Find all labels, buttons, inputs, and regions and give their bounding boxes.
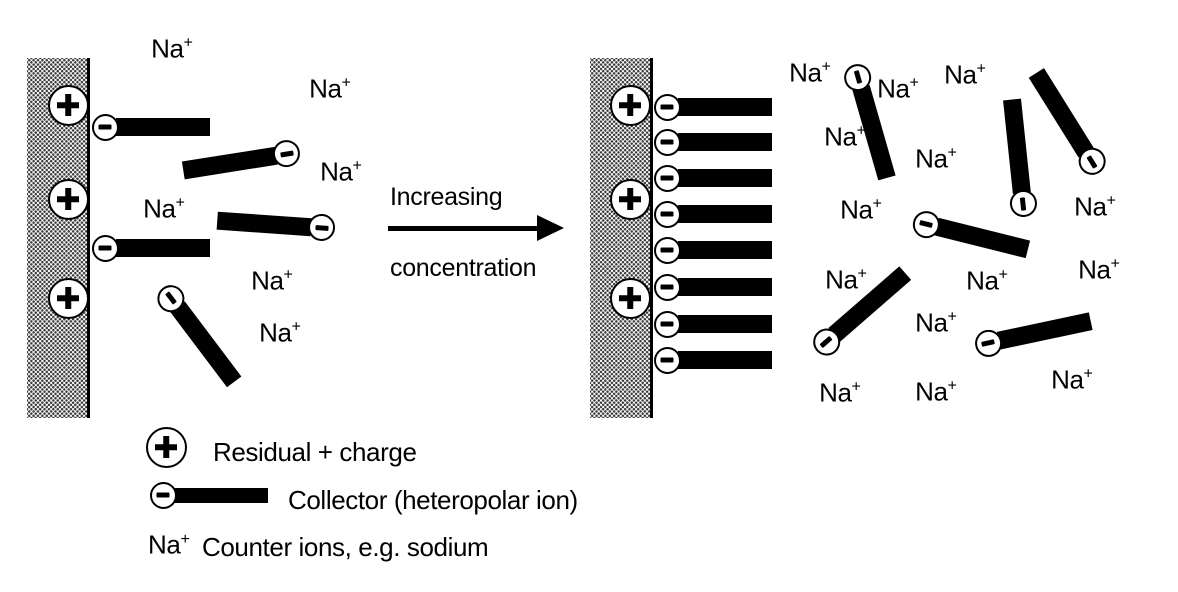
collector-tail: [181, 146, 278, 180]
na-ion-label: Na+: [1051, 364, 1093, 395]
na-ion-label: Na+: [259, 317, 301, 348]
na-ion-label: Na+: [944, 59, 986, 90]
collector-tail: [678, 169, 772, 187]
na-ion-label: Na+: [151, 33, 193, 64]
plus-charge-icon: [47, 84, 89, 126]
legend-residual-charge-label: Residual + charge: [213, 437, 417, 467]
plus-charge-icon: [145, 426, 187, 468]
collector-tail: [678, 351, 772, 369]
na-ion-label: Na+: [915, 376, 957, 407]
collector-tail: [996, 312, 1093, 350]
plus-charge-icon: [47, 277, 89, 319]
plus-charge-icon: [609, 84, 651, 126]
collector-head-minus-icon: [91, 234, 119, 262]
collector-head-minus-icon: [149, 481, 177, 509]
collector-head-minus-icon: [653, 93, 681, 121]
na-ion-label: Na+: [915, 143, 957, 174]
na-ion-label: Na+: [840, 194, 882, 225]
na-ion-label: Na+: [966, 265, 1008, 296]
collector-tail: [678, 241, 772, 259]
right-arrow-icon: [388, 226, 539, 231]
collector-tail: [116, 239, 210, 257]
collector-tail: [1003, 98, 1031, 195]
collector-head-minus-icon: [653, 128, 681, 156]
collector-tail: [678, 98, 772, 116]
na-ion-label: Na+: [148, 529, 190, 560]
na-ion-label: Na+: [915, 307, 957, 338]
collector-tail: [934, 217, 1031, 259]
collector-head-minus-icon: [653, 310, 681, 338]
collector-head-minus-icon: [653, 200, 681, 228]
collector-head-minus-icon: [653, 236, 681, 264]
collector-tail: [174, 487, 268, 503]
collector-tail: [678, 315, 772, 333]
collector-tail: [1028, 68, 1094, 158]
collector-tail: [678, 205, 772, 223]
plus-charge-icon: [47, 178, 89, 220]
na-ion-label: Na+: [309, 73, 351, 104]
arrow-label-line1: Increasing: [390, 183, 503, 211]
collector-head-minus-icon: [1008, 189, 1038, 219]
na-ion-label: Na+: [320, 156, 362, 187]
legend-counter-ions-label: Counter ions, e.g. sodium: [202, 532, 489, 562]
na-ion-label: Na+: [877, 73, 919, 104]
collector-head-minus-icon: [653, 164, 681, 192]
collector-head-minus-icon: [653, 273, 681, 301]
plus-charge-icon: [609, 277, 651, 319]
arrow-label-line2: concentration: [390, 254, 537, 282]
na-ion-label: Na+: [1074, 191, 1116, 222]
collector-head-minus-icon: [91, 113, 119, 141]
collector-head-minus-icon: [653, 346, 681, 374]
na-ion-label: Na+: [819, 377, 861, 408]
collector-tail: [678, 133, 772, 151]
legend-collector-label: Collector (heteropolar ion): [288, 485, 578, 515]
na-ion-label: Na+: [251, 265, 293, 296]
collector-tail: [678, 278, 772, 296]
na-ion-label: Na+: [789, 57, 831, 88]
collector-tail: [116, 118, 210, 136]
collector-tail: [216, 211, 312, 237]
collector-head-minus-icon: [307, 213, 337, 243]
right-arrow-head-icon: [537, 215, 564, 241]
na-ion-label: Na+: [143, 193, 185, 224]
na-ion-label: Na+: [825, 264, 867, 295]
plus-charge-icon: [609, 178, 651, 220]
na-ion-label: Na+: [1078, 254, 1120, 285]
na-ion-label: Na+: [824, 121, 866, 152]
collector-tail: [170, 301, 242, 388]
